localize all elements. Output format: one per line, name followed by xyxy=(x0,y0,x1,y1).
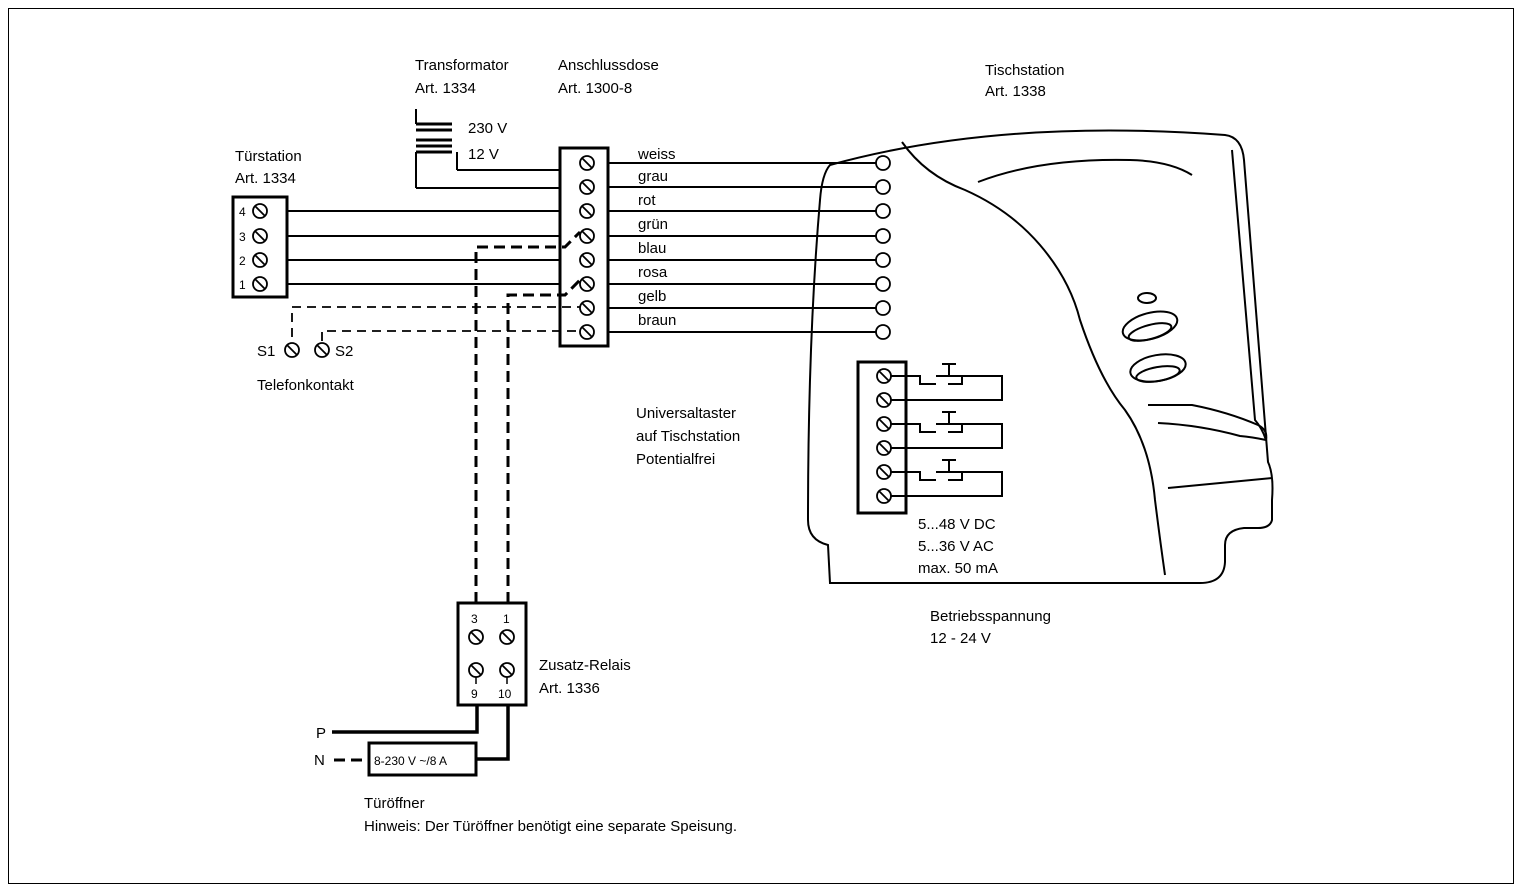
telefonkontakt-wire-s1 xyxy=(291,306,580,337)
wire-label-blau: blau xyxy=(638,240,666,257)
wire-label-rosa: rosa xyxy=(638,264,668,281)
phase-wire xyxy=(332,705,479,734)
svg-text:1: 1 xyxy=(503,612,510,626)
betriebsspannung-title: Betriebsspannung xyxy=(930,608,1051,625)
universaltaster-line3: Potentialfrei xyxy=(636,451,715,468)
anschlussdose-box xyxy=(558,146,610,348)
wire-label-grau: grau xyxy=(638,168,668,185)
svg-text:3: 3 xyxy=(471,612,478,626)
svg-text:1: 1 xyxy=(239,278,246,292)
wire-label-braun: braun xyxy=(638,312,676,329)
transformator-out: 12 V xyxy=(468,146,499,163)
relais-terminals: 3 1 9 10 xyxy=(468,612,515,701)
wire-label-gruen: grün xyxy=(638,216,668,233)
tueroeffner-label: Türöffner xyxy=(364,795,425,812)
main-wires xyxy=(594,162,876,333)
pushbutton-switches xyxy=(891,363,1003,497)
transformator-in: 230 V xyxy=(468,120,507,137)
tischstation-title: Tischstation xyxy=(985,62,1064,79)
s1-terminal xyxy=(284,342,300,358)
transformator-title: Transformator xyxy=(415,57,509,74)
tuerstation-wires xyxy=(266,210,576,285)
neutral-return-wire xyxy=(476,705,510,761)
n-label: N xyxy=(314,752,325,769)
wire-label-gelb: gelb xyxy=(638,288,666,305)
anschlussdose-title: Anschlussdose xyxy=(558,57,659,74)
transformator-art: Art. 1334 xyxy=(415,80,476,97)
svg-text:2: 2 xyxy=(239,254,246,268)
relay-feed-rosa xyxy=(506,278,582,603)
s1-label: S1 xyxy=(257,343,275,360)
spec-ma: max. 50 mA xyxy=(918,560,998,577)
svg-text:10: 10 xyxy=(498,687,512,701)
wire-labels: weiss grau rot grün blau rosa gelb braun xyxy=(637,146,676,329)
hinweis-text: Hinweis: Der Türöffner benötigt eine sep… xyxy=(364,818,737,835)
tuerstation-title: Türstation xyxy=(235,148,302,165)
svg-text:4: 4 xyxy=(239,205,246,219)
wire-label-rot: rot xyxy=(638,192,656,209)
relay-feed-blau xyxy=(474,230,582,603)
universaltaster-line1: Universaltaster xyxy=(636,405,736,422)
svg-text:9: 9 xyxy=(471,687,478,701)
anschlussdose-art: Art. 1300-8 xyxy=(558,80,632,97)
svg-text:3: 3 xyxy=(239,230,246,244)
diagram-frame xyxy=(8,8,1514,884)
relais-art: Art. 1336 xyxy=(539,680,600,697)
tueroeffner-rating: 8-230 V ~/8 A xyxy=(374,754,447,768)
s2-label: S2 xyxy=(335,343,353,360)
universaltaster-block xyxy=(856,360,908,515)
betriebsspannung-value: 12 - 24 V xyxy=(930,630,991,647)
wire-label-weiss: weiss xyxy=(637,146,676,163)
s2-terminal xyxy=(314,342,330,358)
telefonkontakt-label: Telefonkontakt xyxy=(257,377,355,394)
tischstation-terminals xyxy=(875,155,891,340)
spec-dc: 5...48 V DC xyxy=(918,516,996,533)
telefonkontakt-wire-s2 xyxy=(321,330,580,341)
tuerstation-terminals: 4 3 2 1 xyxy=(239,203,268,292)
tueroeffner-box xyxy=(367,741,478,777)
transformator xyxy=(415,109,458,188)
tuerstation-art: Art. 1334 xyxy=(235,170,296,187)
zusatz-relais-box xyxy=(456,601,528,707)
tischstation-art: Art. 1338 xyxy=(985,83,1046,100)
relais-title: Zusatz-Relais xyxy=(539,657,631,674)
universaltaster-line2: auf Tischstation xyxy=(636,428,740,445)
tischstation-housing xyxy=(806,129,1274,584)
spec-ac: 5...36 V AC xyxy=(918,538,994,555)
p-label: P xyxy=(316,725,326,742)
